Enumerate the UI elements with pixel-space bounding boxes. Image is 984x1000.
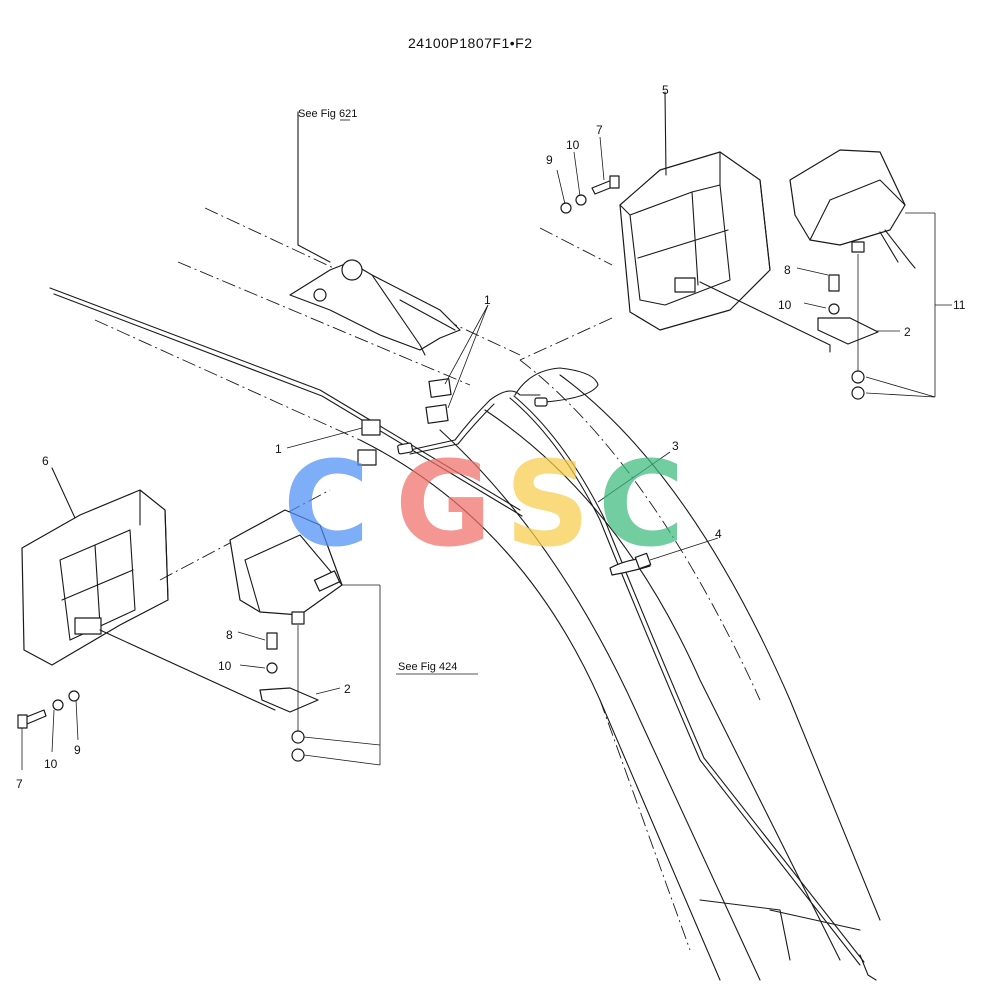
leader-lines	[286, 304, 719, 561]
boom-bracket	[289, 111, 461, 356]
drawing-number: 24100P1807F1•F2	[408, 35, 533, 51]
callout-8-right: 8	[784, 263, 791, 277]
see-fig-621-label: See Fig 621	[298, 108, 357, 120]
callout-9-left: 9	[74, 743, 81, 757]
light-guard-left	[21, 467, 331, 711]
work-light-left	[229, 509, 381, 766]
watermark-letter-c1: C	[283, 435, 370, 573]
work-light-right	[789, 149, 952, 400]
callout-10-left-bottom: 10	[44, 757, 58, 771]
hardware-right	[556, 136, 620, 214]
watermark-letter-c2: C	[598, 435, 685, 573]
callout-7-right: 7	[596, 123, 603, 137]
callout-2-right: 2	[904, 325, 911, 339]
callout-3: 3	[672, 439, 679, 453]
clamp-item-4	[609, 552, 652, 576]
watermark-letter-g: G	[395, 435, 492, 573]
watermark-letter-s: S	[505, 435, 590, 573]
callout-10-right: 10	[778, 298, 792, 312]
callout-8-left: 8	[226, 628, 233, 642]
watermark: C G S C	[283, 435, 685, 573]
callout-11: 11	[953, 298, 966, 312]
callout-6: 6	[42, 454, 49, 468]
callout-1-top: 1	[484, 293, 491, 307]
callout-9-right: 9	[546, 153, 553, 167]
callout-4: 4	[715, 527, 722, 541]
see-fig-424-label: See Fig 424	[398, 661, 457, 673]
callout-1-left: 1	[275, 442, 282, 456]
wire-harness	[397, 367, 877, 981]
callout-10-left: 10	[218, 659, 232, 673]
hardware-left	[17, 690, 80, 770]
block-item-1	[357, 378, 452, 466]
callout-5: 5	[662, 83, 669, 97]
boom-outline	[49, 207, 881, 981]
callout-7-left: 7	[16, 777, 23, 791]
callout-2-left: 2	[344, 682, 351, 696]
light-guard-right	[519, 91, 831, 361]
callout-10-right-top: 10	[566, 138, 580, 152]
